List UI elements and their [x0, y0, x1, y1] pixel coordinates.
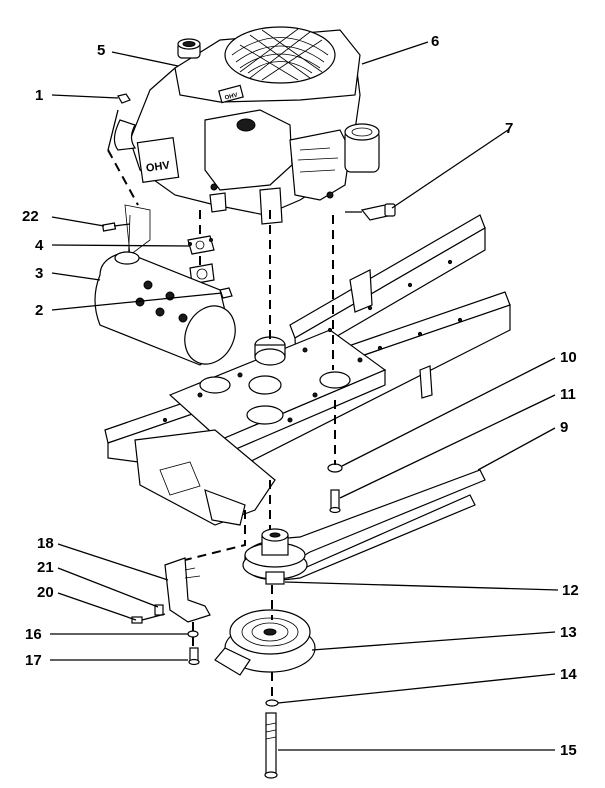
callout-18: 18 [37, 535, 54, 552]
oil-fill-cap [177, 38, 201, 59]
washer [265, 699, 279, 707]
bolt [101, 222, 131, 232]
temperature-sensor [345, 203, 396, 221]
callout-20: 20 [37, 584, 54, 601]
callout-11: 11 [560, 386, 576, 403]
washer [187, 630, 199, 638]
leader-lines [50, 41, 559, 751]
engine-badge-text: OHV [224, 92, 238, 101]
callout-9: 9 [560, 419, 568, 436]
electric-clutch [214, 609, 316, 676]
callout-7: 7 [505, 120, 513, 137]
nut [117, 93, 131, 104]
callout-16: 16 [25, 626, 42, 643]
callout-1: 1 [35, 87, 43, 104]
callout-labels: 1 2 3 4 5 6 7 9 10 11 12 13 14 15 16 17 … [22, 33, 579, 759]
callout-14: 14 [560, 666, 577, 683]
callout-3: 3 [35, 265, 43, 282]
bolt [329, 489, 341, 514]
oil-filter [344, 123, 380, 173]
bolt [188, 647, 200, 666]
assembly-centerlines [107, 149, 336, 700]
clutch-bracket [164, 557, 211, 623]
bolt [131, 613, 166, 624]
callout-15: 15 [560, 742, 577, 759]
callout-21: 21 [37, 559, 54, 576]
engine-nameplate-text: OHV [145, 159, 171, 174]
muffler [94, 251, 236, 366]
callout-12: 12 [562, 582, 579, 599]
callout-13: 13 [560, 624, 577, 641]
callout-2: 2 [35, 302, 43, 319]
frame [104, 214, 511, 526]
bolt [264, 712, 278, 779]
callout-6: 6 [431, 33, 439, 50]
washer [327, 463, 343, 473]
exhaust-gasket [187, 235, 215, 255]
callout-22: 22 [22, 208, 39, 225]
engine: OHV OHV [107, 26, 380, 225]
nut [219, 287, 233, 299]
callout-10: 10 [560, 349, 577, 366]
callout-17: 17 [25, 652, 42, 669]
pulley [242, 528, 308, 585]
callout-4: 4 [35, 237, 44, 254]
callout-5: 5 [97, 42, 105, 59]
grille-pattern [231, 28, 329, 81]
